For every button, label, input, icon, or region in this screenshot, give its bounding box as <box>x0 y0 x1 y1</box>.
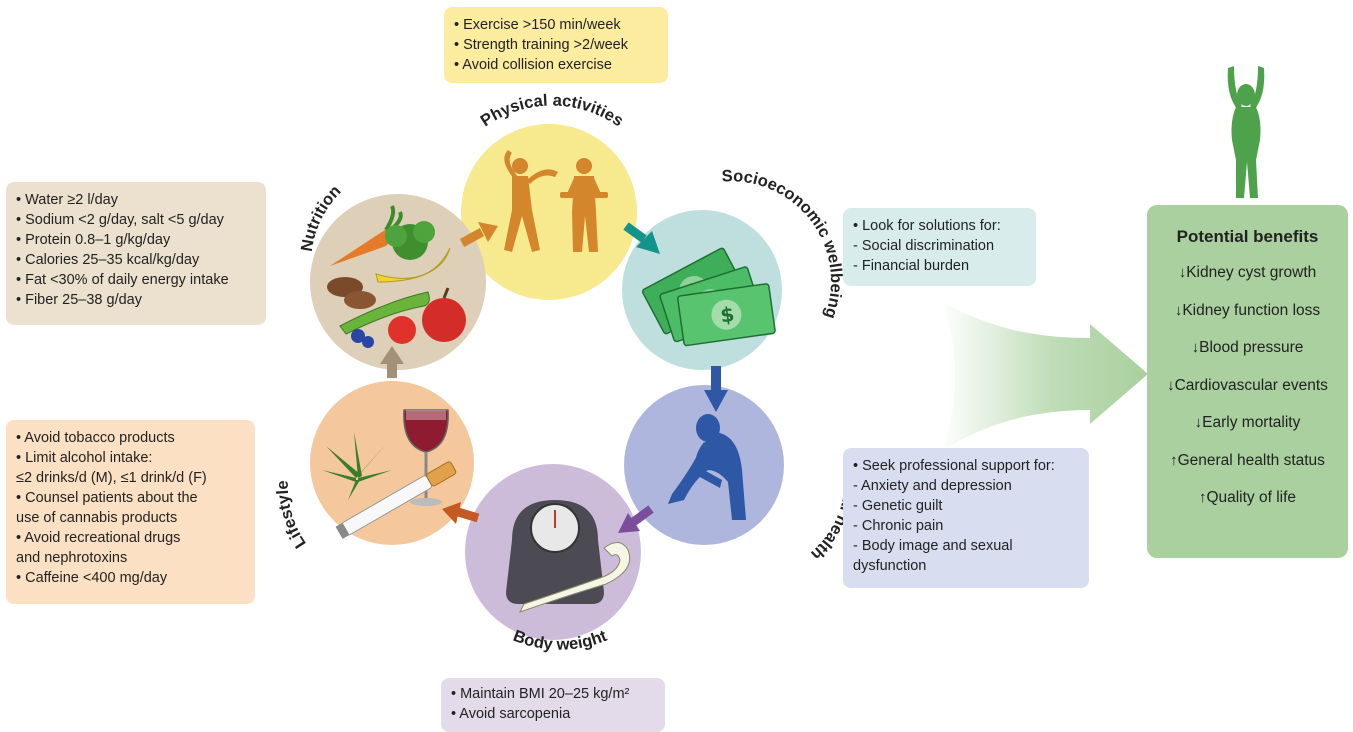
down-arrow-icon: ↓ <box>1191 339 1200 356</box>
nutrition-box: • Water ≥2 l/day • Sodium <2 g/day, salt… <box>6 182 266 325</box>
mental-item: dysfunction <box>853 558 927 574</box>
benefit-text: Kidney cyst growth <box>1186 264 1317 281</box>
nutrition-item: • Water ≥2 l/day <box>16 192 118 208</box>
down-arrow-icon: ↓ <box>1194 414 1203 431</box>
lifestyle-item: use of cannabis products <box>16 510 178 526</box>
lifestyle-item: • Avoid recreational drugs <box>16 530 181 546</box>
mental-item: - Body image and sexual <box>853 538 1013 554</box>
down-arrow-icon: ↓ <box>1174 301 1183 319</box>
socio-item: - Financial burden <box>853 258 970 274</box>
fruits-vegetables-icon <box>327 205 466 348</box>
scale-and-tape-icon <box>506 500 631 613</box>
benefit-text: Cardiovascular events <box>1174 376 1328 394</box>
sitting-person-icon <box>668 414 746 520</box>
down-arrow-icon: ↓ <box>1178 264 1187 281</box>
benefit-item: ↑General health status <box>1153 451 1342 489</box>
benefit-item: ↑Quality of life <box>1153 488 1342 526</box>
physical-item: • Exercise >150 min/week <box>454 17 621 33</box>
svg-text:$: $ <box>719 302 736 328</box>
mental-item: - Anxiety and depression <box>853 478 1012 494</box>
socioeconomic-box: • Look for solutions for: - Social discr… <box>843 208 1036 286</box>
dollar-bills-icon: $ $ $ <box>641 247 776 347</box>
lifestyle-item: • Limit alcohol intake: <box>16 450 153 466</box>
physical-activities-box: • Exercise >150 min/week • Strength trai… <box>444 7 668 83</box>
arrow-socio-to-mental <box>704 366 728 412</box>
body-item: • Maintain BMI 20–25 kg/m² <box>451 686 630 702</box>
lifestyle-item: • Counsel patients about the <box>16 490 198 506</box>
lifestyle-item: ≤2 drinks/d (M), ≤1 drink/d (F) <box>16 470 207 486</box>
benefit-text: Kidney function loss <box>1182 301 1321 319</box>
benefit-item: ↓Cardiovascular events <box>1153 376 1342 414</box>
nutrition-item: • Fiber 25–38 g/day <box>16 292 142 308</box>
potential-benefits-box: Potential benefits ↓Kidney cyst growth ↓… <box>1147 205 1348 558</box>
socio-item: - Social discrimination <box>853 238 995 254</box>
physical-item: • Avoid collision exercise <box>454 57 612 73</box>
nutrition-item: • Fat <30% of daily energy intake <box>16 272 229 288</box>
lifestyle-item: • Avoid tobacco products <box>16 430 175 446</box>
arrow-nutrition-to-physical <box>459 222 498 247</box>
up-arrow-icon: ↑ <box>1170 451 1178 469</box>
benefit-item: ↓Early mortality <box>1153 413 1342 451</box>
benefit-text: Early mortality <box>1202 414 1301 431</box>
lifestyle-item: • Caffeine <400 mg/day <box>16 570 168 586</box>
benefit-item: ↓Kidney function loss <box>1153 301 1342 339</box>
exercise-figures-icon <box>504 150 608 252</box>
nutrition-item: • Protein 0.8–1 g/kg/day <box>16 232 171 248</box>
arrow-body-to-lifestyle <box>442 502 480 524</box>
up-arrow-icon: ↑ <box>1198 489 1207 506</box>
mental-health-box: • Seek professional support for: - Anxie… <box>843 448 1089 588</box>
down-arrow-icon: ↓ <box>1167 376 1175 394</box>
benefit-text: Quality of life <box>1206 489 1297 506</box>
mental-item: - Genetic guilt <box>853 498 943 514</box>
wine-cigarette-cannabis-icon <box>322 409 457 539</box>
body-item: • Avoid sarcopenia <box>451 706 571 722</box>
nutrition-item: • Sodium <2 g/day, salt <5 g/day <box>16 212 224 228</box>
socio-item: • Look for solutions for: <box>853 218 1001 234</box>
physical-activities-circle <box>461 124 637 300</box>
physical-item: • Strength training >2/week <box>454 37 628 53</box>
large-benefit-arrow <box>940 300 1148 452</box>
nutrition-item: • Calories 25–35 kcal/kg/day <box>16 252 200 268</box>
lifestyle-item: and nephrotoxins <box>16 550 128 566</box>
body-weight-box: • Maintain BMI 20–25 kg/m² • Avoid sarco… <box>441 678 665 732</box>
mental-item: • Seek professional support for: <box>853 458 1055 474</box>
benefit-text: Blood pressure <box>1199 339 1304 356</box>
healthy-person-icon <box>1227 66 1265 198</box>
arrow-physical-to-socio <box>623 222 660 254</box>
arrow-mental-to-body <box>618 505 654 533</box>
mental-item: - Chronic pain <box>853 518 944 534</box>
benefits-title: Potential benefits <box>1176 227 1319 246</box>
arrow-lifestyle-to-nutrition <box>380 346 404 378</box>
benefit-text: General health status <box>1177 451 1325 469</box>
lifestyle-title: Lifestyle <box>274 480 310 551</box>
lifestyle-box: • Avoid tobacco products • Limit alcohol… <box>6 420 255 604</box>
benefit-item: ↓Kidney cyst growth <box>1153 263 1342 301</box>
benefit-item: ↓Blood pressure <box>1153 338 1342 376</box>
